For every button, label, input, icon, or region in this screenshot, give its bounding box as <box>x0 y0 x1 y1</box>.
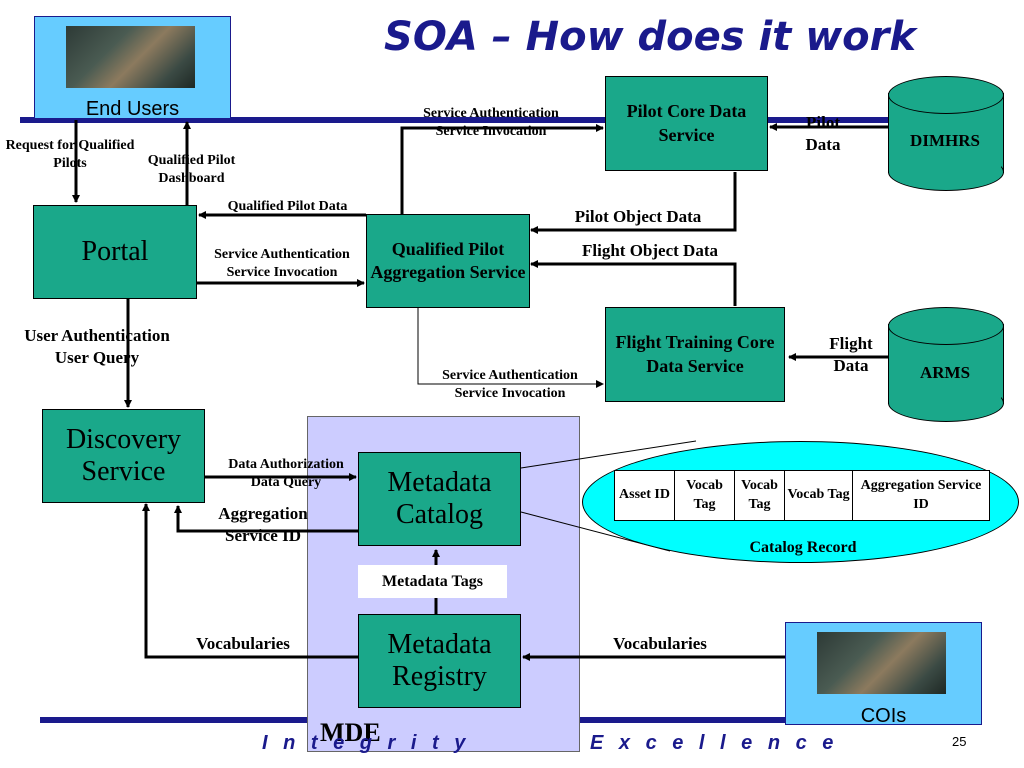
flight-object-data-label: Flight Object Data <box>582 241 718 260</box>
record-field-asset-id: Asset ID <box>615 471 675 520</box>
mde-label: MDE <box>320 718 381 747</box>
qp-data-label: Qualified Pilot Data <box>227 199 348 214</box>
vocabularies-left-label: Vocabularies <box>196 634 290 653</box>
metadata-catalog-node: Metadata Catalog <box>358 452 521 546</box>
dimhrs-label: DIMHRS <box>910 131 980 150</box>
record-field-vocab-tag-3: Vocab Tag <box>785 471 853 520</box>
discovery-service-node: Discovery Service <box>42 409 205 503</box>
record-field-vocab-tag-1: Vocab Tag <box>675 471 735 520</box>
cois-photo <box>817 632 946 694</box>
metadata-registry-node: Metadata Registry <box>358 614 521 708</box>
footer-integrity: I n t e g r i t y <box>262 732 471 754</box>
end-users-label: End Users <box>85 98 180 120</box>
slide-title: SOA – How does it work <box>384 14 916 60</box>
page-number: 25 <box>952 734 967 749</box>
footer-excellence: E x c e l l e n c e <box>590 732 839 754</box>
metadata-tags-label: Metadata Tags <box>358 565 507 598</box>
arms-label: ARMS <box>919 363 971 382</box>
request-pilots-label: Request for Qualified Pilots <box>5 138 135 172</box>
portal-node: Portal <box>33 205 197 299</box>
qp-dashboard-label: Qualified Pilot Dashboard <box>147 153 236 187</box>
catalog-record-table: Asset ID Vocab Tag Vocab Tag Vocab Tag A… <box>614 470 990 521</box>
record-field-vocab-tag-2: Vocab Tag <box>735 471 785 520</box>
record-field-aggregation-service-id: Aggregation Service ID <box>860 478 982 512</box>
cois-label: COIs <box>860 705 907 727</box>
top-band <box>20 117 900 123</box>
qualified-pilot-aggregation-node: Qualified Pilot Aggregation Service <box>366 214 530 308</box>
flight-training-core-data-service-node: Flight Training Core Data Service <box>605 307 785 402</box>
vocabularies-right-label: Vocabularies <box>613 634 707 653</box>
pilot-core-data-service-node: Pilot Core Data Service <box>605 76 768 171</box>
end-users-photo <box>66 26 195 88</box>
pilot-object-data-label: Pilot Object Data <box>574 207 702 226</box>
catalog-record-label: Catalog Record <box>749 539 857 556</box>
